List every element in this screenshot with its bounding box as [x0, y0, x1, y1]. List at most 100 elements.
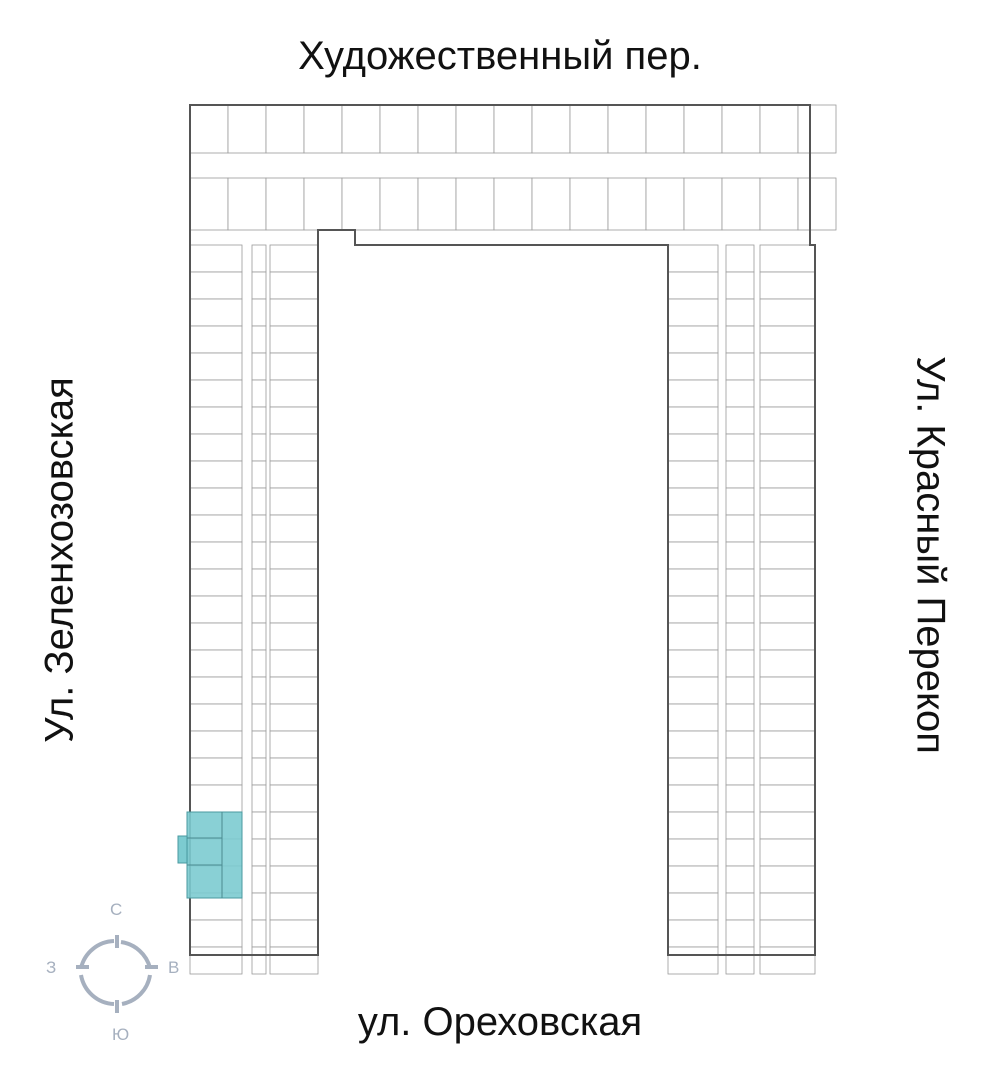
- room: [759, 244, 816, 273]
- room: [725, 865, 755, 894]
- compass-north-label: С: [110, 900, 123, 919]
- room: [725, 622, 755, 651]
- room: [759, 892, 816, 921]
- room: [251, 460, 267, 489]
- room: [759, 298, 816, 327]
- room: [455, 104, 495, 154]
- room: [189, 406, 243, 435]
- room: [417, 177, 457, 231]
- room: [189, 104, 229, 154]
- room: [189, 244, 243, 273]
- room: [269, 487, 319, 516]
- room: [797, 104, 837, 154]
- room: [303, 177, 343, 231]
- room: [667, 487, 719, 516]
- room: [759, 865, 816, 894]
- room: [759, 177, 799, 231]
- room: [189, 325, 243, 354]
- room: [251, 514, 267, 543]
- room: [725, 784, 755, 813]
- room: [189, 649, 243, 678]
- room: [759, 703, 816, 732]
- room: [251, 676, 267, 705]
- room: [759, 919, 816, 948]
- room: [269, 298, 319, 327]
- room: [721, 177, 761, 231]
- room: [251, 919, 267, 948]
- room: [251, 352, 267, 381]
- room: [667, 514, 719, 543]
- room: [189, 541, 243, 570]
- room: [667, 676, 719, 705]
- selected-apartment[interactable]: [177, 811, 243, 899]
- room: [251, 703, 267, 732]
- room: [269, 649, 319, 678]
- room: [251, 649, 267, 678]
- room: [269, 271, 319, 300]
- room: [721, 104, 761, 154]
- room: [759, 568, 816, 597]
- compass-south-label: Ю: [112, 1025, 130, 1044]
- room: [251, 838, 267, 867]
- room: [725, 892, 755, 921]
- room: [759, 676, 816, 705]
- room: [645, 177, 685, 231]
- room: [797, 177, 837, 231]
- room: [667, 541, 719, 570]
- room: [189, 757, 243, 786]
- room: [269, 838, 319, 867]
- room: [269, 757, 319, 786]
- compass-icon: [76, 935, 158, 1013]
- room: [667, 838, 719, 867]
- room: [379, 104, 419, 154]
- room: [269, 568, 319, 597]
- room: [189, 946, 243, 975]
- room: [667, 865, 719, 894]
- room: [251, 487, 267, 516]
- room: [251, 865, 267, 894]
- room: [189, 595, 243, 624]
- room: [645, 104, 685, 154]
- room: [341, 177, 381, 231]
- room-grid: [189, 104, 837, 975]
- room: [189, 514, 243, 543]
- room: [725, 703, 755, 732]
- room: [725, 676, 755, 705]
- room: [759, 379, 816, 408]
- room: [269, 433, 319, 462]
- room: [759, 271, 816, 300]
- room: [759, 406, 816, 435]
- room: [189, 460, 243, 489]
- room: [251, 271, 267, 300]
- room: [189, 703, 243, 732]
- room: [269, 352, 319, 381]
- street-label-top: Художественный пер.: [298, 34, 702, 78]
- room: [251, 757, 267, 786]
- room: [269, 514, 319, 543]
- room: [607, 104, 647, 154]
- room: [759, 541, 816, 570]
- room: [251, 892, 267, 921]
- room: [251, 622, 267, 651]
- room: [725, 433, 755, 462]
- room: [269, 244, 319, 273]
- room: [189, 271, 243, 300]
- room: [759, 811, 816, 840]
- room: [759, 622, 816, 651]
- room: [269, 595, 319, 624]
- room: [189, 568, 243, 597]
- room: [251, 568, 267, 597]
- room: [269, 541, 319, 570]
- room: [725, 730, 755, 759]
- room: [251, 811, 267, 840]
- room: [251, 541, 267, 570]
- room: [269, 406, 319, 435]
- room: [251, 298, 267, 327]
- room: [189, 919, 243, 948]
- room: [667, 433, 719, 462]
- room: [667, 325, 719, 354]
- room: [725, 541, 755, 570]
- room: [667, 919, 719, 948]
- room: [667, 568, 719, 597]
- room: [759, 352, 816, 381]
